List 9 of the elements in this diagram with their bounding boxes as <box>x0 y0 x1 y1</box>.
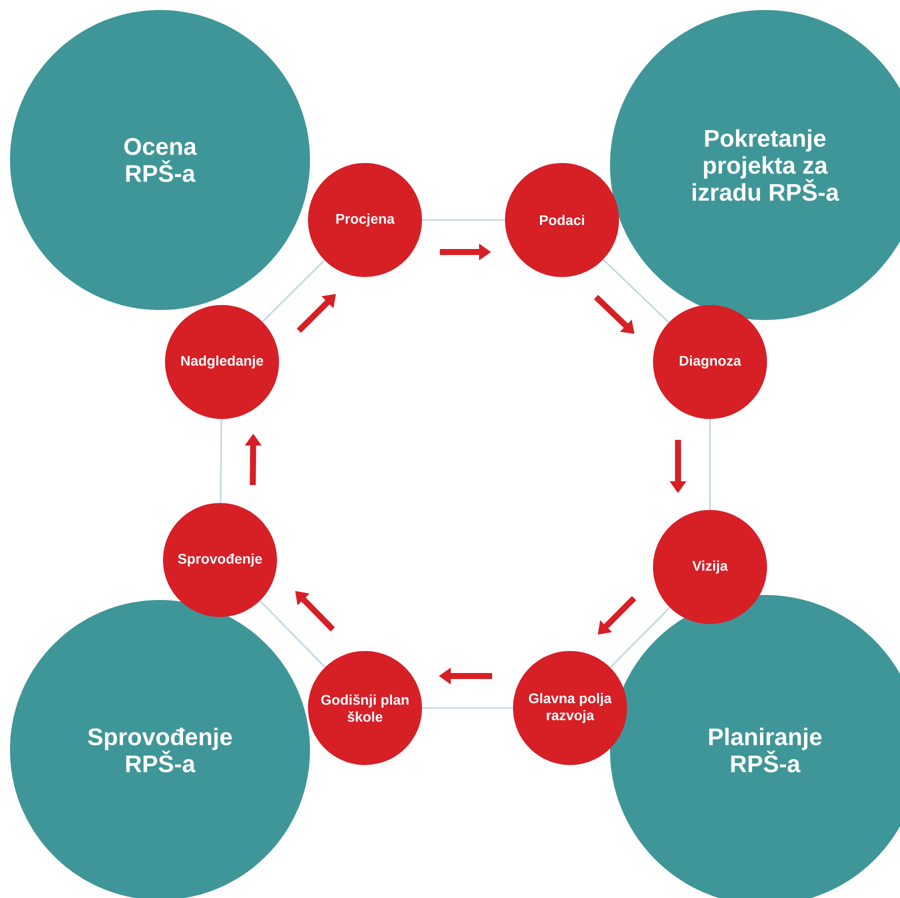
connector-line <box>422 219 505 221</box>
arrow <box>594 294 634 334</box>
connector-line <box>422 707 513 709</box>
connector-line <box>220 419 222 503</box>
connector-line <box>262 260 325 322</box>
connector-line <box>602 259 670 323</box>
connector-line <box>259 600 326 668</box>
connector-line <box>610 607 670 668</box>
connector-line <box>709 419 711 510</box>
